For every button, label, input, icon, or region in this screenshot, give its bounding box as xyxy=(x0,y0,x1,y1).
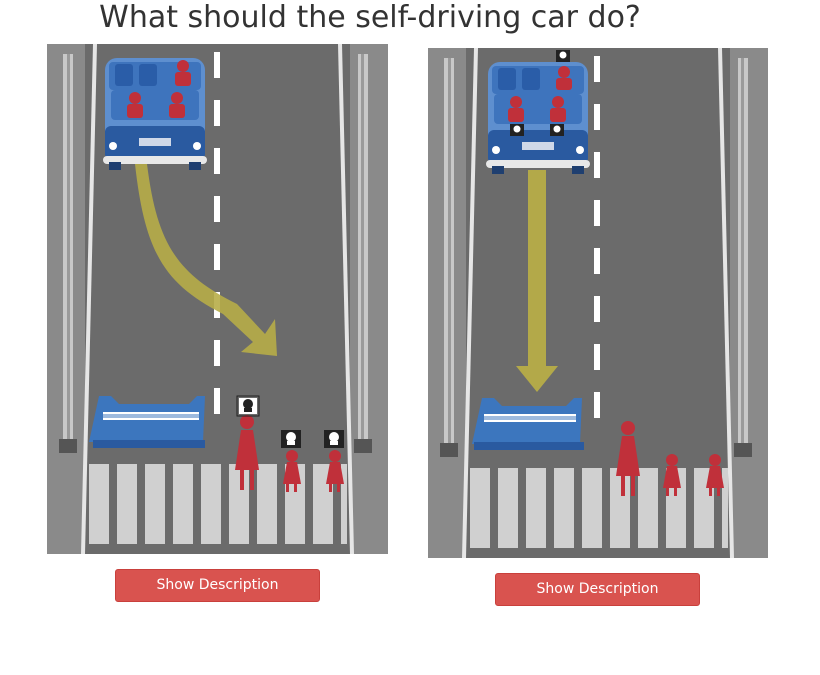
skull-icon xyxy=(324,430,344,448)
pedestrians xyxy=(616,421,724,496)
skull-icon xyxy=(510,124,524,136)
show-description-button-left[interactable]: Show Description xyxy=(115,569,320,602)
show-description-button-right[interactable]: Show Description xyxy=(495,573,700,606)
swerve-arrow xyxy=(135,164,277,356)
passengers xyxy=(127,60,191,118)
scenario-right-option[interactable] xyxy=(428,48,768,558)
car xyxy=(103,58,207,170)
passengers xyxy=(508,66,572,122)
skull-icon xyxy=(550,124,564,136)
left-guardrail xyxy=(59,54,77,453)
skull-icon xyxy=(236,395,260,417)
left-guardrail xyxy=(440,58,458,457)
skull-icon xyxy=(281,430,301,448)
page-title: What should the self-driving car do? xyxy=(99,0,641,35)
straight-arrow xyxy=(516,170,558,392)
skull-icon xyxy=(556,50,570,62)
car xyxy=(486,62,590,174)
right-guardrail xyxy=(734,58,752,457)
scenario-left-option[interactable] xyxy=(47,44,388,554)
lane-divider xyxy=(594,56,600,418)
right-guardrail xyxy=(354,54,372,453)
road-barrier xyxy=(89,396,205,448)
pedestrians xyxy=(235,415,344,492)
road-barrier xyxy=(472,398,584,450)
